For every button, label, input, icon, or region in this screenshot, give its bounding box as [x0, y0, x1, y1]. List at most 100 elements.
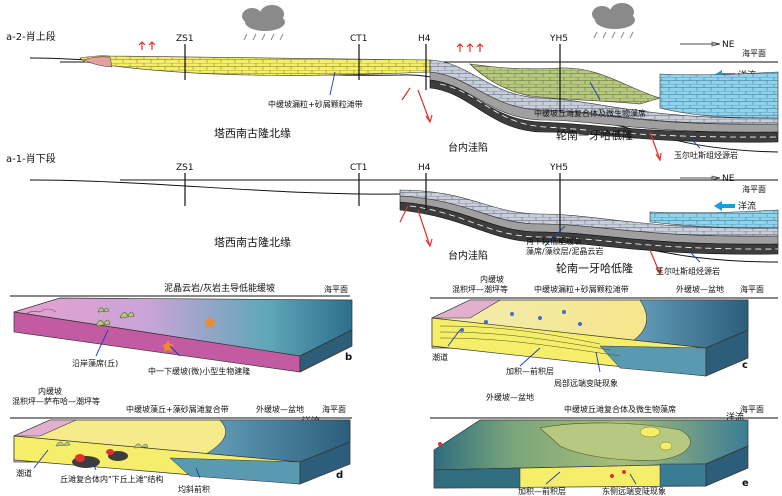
panel-c-channel: 潮道	[432, 352, 448, 362]
panel-letter: e	[742, 478, 749, 489]
panel-b-top-label: 泥晶云岩/灰岩主导低能缓坡	[164, 282, 275, 294]
label-slope-belt: 中缓坡漏粒+砂屑颗粒滩带	[268, 99, 363, 109]
panel-c-local: 局部远端变陡现象	[554, 378, 618, 388]
algal-mound-icon	[55, 441, 149, 449]
label-depression: 台内洼陷	[448, 249, 488, 262]
panel-letter: d	[336, 470, 343, 481]
section-a2: a-2-肖上段 海平面 NE 洋流	[6, 3, 779, 162]
blue-outer-layer	[659, 71, 779, 119]
panel-c-inner-2: 混积坪—潮坪等	[452, 284, 508, 294]
panel-c-inner-flat	[431, 299, 502, 319]
well-label: CT1	[350, 163, 368, 173]
leader-lines	[447, 329, 601, 373]
compass-arrow-icon	[711, 175, 721, 181]
panel-c: 内缓坡 混积坪—潮坪等 中缓坡漏粒+砂屑颗粒滩带 外缓坡—盆地 海平面 洋流 潮…	[430, 274, 778, 388]
section-a1: a-1-肖下段 海平面 NE 洋流 ZS1 CT1 H4 YH5	[6, 152, 779, 276]
sea-level-label: 海平面	[742, 184, 766, 194]
compass-arrow-icon	[711, 41, 721, 47]
section-a1-title: a-1-肖下段	[6, 152, 56, 165]
panel-c-front-deep	[599, 345, 707, 377]
yellow-grain-belt	[79, 55, 431, 76]
panel-c-side-face	[705, 329, 749, 377]
grain-dot-icon	[460, 310, 582, 332]
well-lines	[184, 44, 561, 112]
dark-layer-dash	[409, 205, 779, 250]
panel-d-inner-2: 混积坪—萨布哈—潮坪等	[12, 396, 100, 406]
blue-outer-layer	[649, 209, 779, 229]
panel-c-strata	[439, 325, 621, 357]
panel-e-front-deep-left	[433, 467, 521, 489]
well-label: YH5	[549, 34, 568, 44]
well-lines	[184, 173, 561, 232]
label-uplift-right: 轮南一牙哈低隆	[556, 128, 633, 142]
algal-mound-icon	[95, 307, 135, 327]
label-source-rock: 玉尔吐斯组烃源岩	[674, 150, 738, 160]
panel-e-outer: 外缓坡—盆地	[486, 392, 534, 402]
panel-d-side-face	[299, 441, 351, 485]
label-mound-complex: 中缓坡丘滩复合体及微生物藻席	[534, 108, 646, 118]
panel-e-front-deep-right	[659, 463, 707, 487]
panel-b-mound-label: 沿岸藻席(丘)	[72, 358, 118, 368]
pink-inner-flat	[83, 56, 113, 68]
sea-level-label: 海平面	[740, 404, 764, 414]
label-lower-slope-2: 藻席/藻纹层/泥晶云岩	[526, 246, 603, 256]
mound-red-icon	[75, 449, 114, 462]
cloud-icon	[592, 3, 635, 39]
current-label: 洋流	[738, 200, 756, 212]
panel-d: 内缓坡 混积坪—萨布哈—潮坪等 中缓坡藻丘+藻砂屑滩复合带 外缓坡—盆地 海平面…	[10, 386, 352, 494]
cloud-icon	[242, 5, 285, 41]
label-uplift-right: 轮南一牙哈低隆	[556, 261, 633, 275]
panel-d-channel: 潮道	[16, 468, 32, 478]
panel-letter: b	[345, 352, 352, 363]
panel-c-outer: 外缓坡—盆地	[676, 284, 724, 294]
leader-lines	[329, 71, 701, 149]
panel-e-middle: 中缓坡丘滩复合体及微生物藻席	[564, 404, 676, 414]
wave-line	[25, 308, 57, 315]
panel-b: 泥晶云岩/灰岩主导低能缓坡 海平面 洋流 沿岸藻席(丘) 中一下缓坡(微)小型生…	[10, 282, 353, 376]
reef-star-icon	[162, 316, 216, 352]
panel-d-outer: 外缓坡—盆地	[256, 404, 304, 414]
panel-d-inner-flat	[13, 419, 77, 437]
sea-level-label: 海平面	[742, 48, 766, 58]
well-label: CT1	[350, 34, 368, 44]
well-label: H4	[418, 34, 431, 44]
sea-level-label: 海平面	[322, 404, 346, 414]
fault-arrow-icon	[399, 205, 662, 276]
label-lower-slope-1: 肖下段低能缓坡	[526, 236, 582, 246]
compass-ne: NE	[722, 174, 735, 184]
panel-c-layer: 加积—前积层	[506, 366, 554, 376]
leader-lines	[33, 449, 201, 479]
sea-level-label: 海平面	[740, 284, 764, 294]
panel-b-side-face	[299, 329, 353, 373]
panel-d-front-deep	[169, 457, 301, 485]
panel-d-structure: 丘滩复合体内"下丘上滩"结构	[60, 474, 163, 484]
label-uplift-left: 塔西南古隆北缘	[214, 235, 291, 249]
section-a2-title: a-2-肖上段	[6, 30, 56, 43]
panel-e-east: 东侧远端变陡现象	[602, 486, 666, 496]
panel-c-inner-1: 内缓坡	[480, 274, 504, 284]
well-label: ZS1	[176, 163, 194, 173]
well-label: ZS1	[176, 34, 194, 44]
panel-b-reef-label: 中一下缓坡(微)小型生物建隆	[148, 366, 250, 376]
panel-c-middle: 中缓坡漏粒+砂屑颗粒滩带	[534, 284, 629, 294]
well-label: H4	[418, 163, 431, 173]
panel-e-side-face	[705, 445, 749, 487]
fault-arrow-icon	[138, 41, 662, 162]
leader-lines	[545, 471, 637, 485]
sea-level-label: 海平面	[324, 284, 348, 294]
dark-layer-dash	[439, 83, 779, 138]
label-depression: 台内洼陷	[448, 141, 488, 154]
label-uplift-left: 塔西南古隆北缘	[214, 126, 291, 140]
panel-d-middle: 中缓坡藻丘+藻砂屑滩复合带	[126, 404, 229, 414]
current-arrow-head-icon	[714, 201, 722, 211]
leader-lines	[544, 225, 701, 263]
label-source-rock: 玉尔吐斯组烃源岩	[656, 266, 720, 276]
compass-ne: NE	[722, 40, 735, 50]
mound-red-icon	[438, 442, 626, 478]
panel-e: 外缓坡—盆地 中缓坡丘滩复合体及微生物藻席 海平面 洋流 加积—前积层 东侧远端…	[430, 392, 778, 496]
panel-d-layer: 均斜前积	[178, 484, 210, 494]
panel-e-layer: 加积—前积层	[518, 486, 566, 496]
dark-source-layer	[429, 79, 779, 143]
leader-lines	[95, 329, 181, 357]
